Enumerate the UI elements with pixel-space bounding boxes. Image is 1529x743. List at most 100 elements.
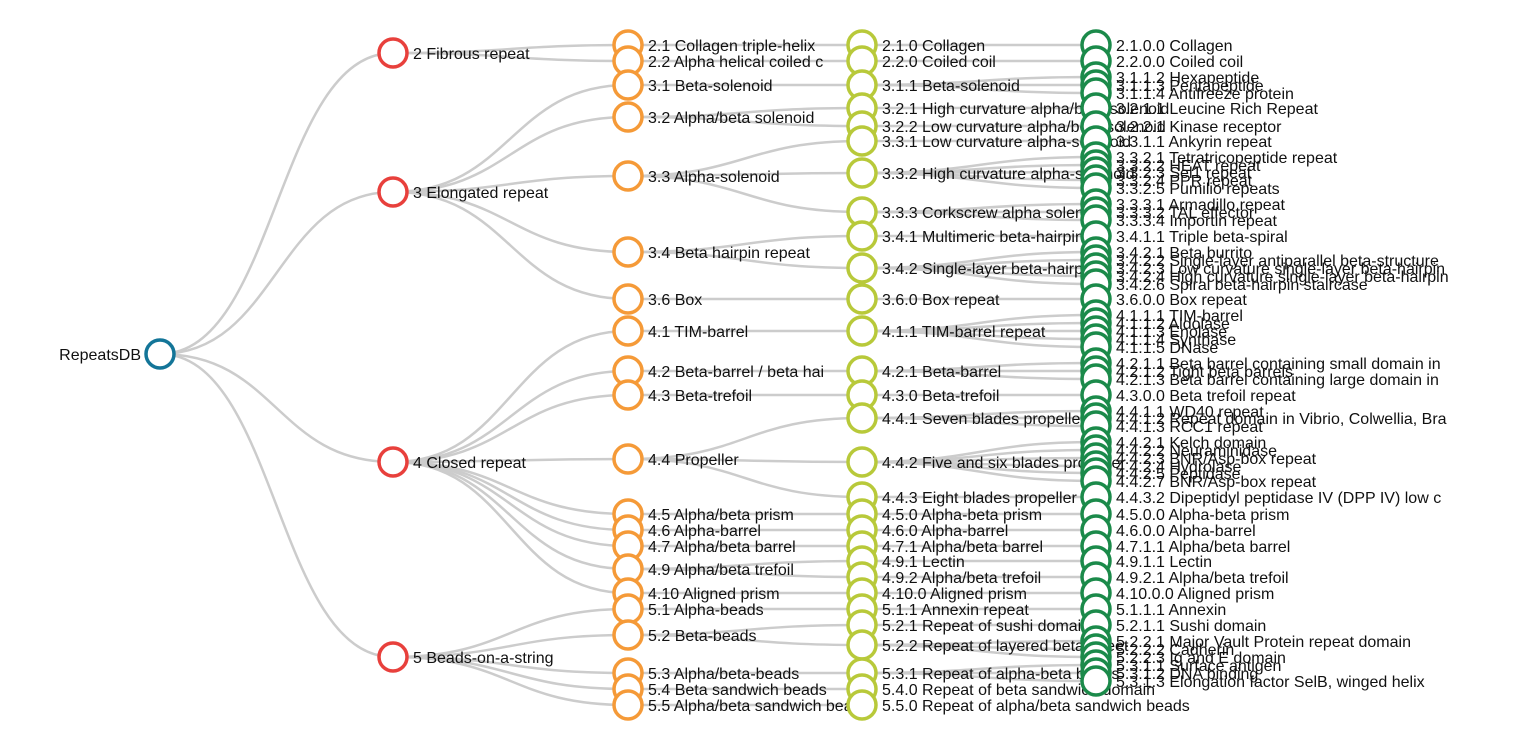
- node-circle-c3_4[interactable]: [612, 236, 644, 268]
- node-circle-c4_1_1[interactable]: [846, 315, 878, 347]
- node-circle-c3_6_0[interactable]: [846, 283, 878, 315]
- node-label-c4_3: 4.3 Beta-trefoil: [648, 388, 752, 405]
- node-circle-c3_4_2[interactable]: [846, 252, 878, 284]
- node-label-c4_4_2_7: 4.4.2.7 BNR/Asp-box repeat: [1116, 474, 1317, 491]
- tree-node-c4_2_1[interactable]: 4.2.1 Beta-barrel: [846, 355, 1001, 387]
- node-circle-c3_3[interactable]: [612, 160, 644, 192]
- node-circle-c4_4_1[interactable]: [846, 402, 878, 434]
- tree-node-c3_1[interactable]: 3.1 Beta-solenoid: [612, 69, 773, 101]
- tree-node-c3_6[interactable]: 3.6 Box: [612, 283, 702, 315]
- node-circle-c2[interactable]: [377, 37, 409, 69]
- node-circle-c4_4[interactable]: [612, 443, 644, 475]
- node-label-c3_3_3_1: 3.3.3.1 Armadillo repeat: [1116, 197, 1286, 214]
- tree-node-c4_3[interactable]: 4.3 Beta-trefoil: [612, 379, 752, 411]
- tree-node-c5[interactable]: 5 Beads-on-a-string: [377, 641, 554, 673]
- node-circle-c5_5_0[interactable]: [846, 689, 878, 721]
- node-label-c4_6_0_0: 4.6.0.0 Alpha-barrel: [1116, 523, 1256, 540]
- node-label-c4_7_1_1: 4.7.1.1 Alpha/beta barrel: [1116, 539, 1290, 556]
- tree-node-c3_4_2[interactable]: 3.4.2 Single-layer beta-hairpin: [846, 252, 1095, 284]
- node-label-c4_4_2: 4.4.2 Five and six blades propeller: [882, 455, 1126, 472]
- tree-node-c4_4_2[interactable]: 4.4.2 Five and six blades propeller: [846, 446, 1126, 478]
- edge-c5-to-c5_5: [392, 655, 629, 707]
- node-circle-c5_5[interactable]: [612, 689, 644, 721]
- tree-node-c3_6_0[interactable]: 3.6.0 Box repeat: [846, 283, 1000, 315]
- tree-node-c4_1[interactable]: 4.1 TIM-barrel: [612, 315, 748, 347]
- tree-node-c5_5[interactable]: 5.5 Alpha/beta sandwich beads: [612, 689, 870, 721]
- node-label-c4_9_2_1: 4.9.2.1 Alpha/beta trefoil: [1116, 570, 1289, 587]
- node-circle-c3_4_1[interactable]: [846, 220, 878, 252]
- node-label-c3_6_0: 3.6.0 Box repeat: [882, 292, 1000, 309]
- node-label-c4_4_2_5: 4.4.2.5 Peptidase: [1116, 466, 1241, 483]
- node-circle-c4_4_2[interactable]: [846, 446, 878, 478]
- node-circle-c4_1[interactable]: [612, 315, 644, 347]
- edge-c3_4_2-to-c3_4_2_6: [861, 266, 1097, 286]
- node-label-c3_6: 3.6 Box: [648, 292, 702, 309]
- tree-node-c3_4_1[interactable]: 3.4.1 Multimeric beta-hairpin: [846, 220, 1084, 252]
- node-label-c3_1_1: 3.1.1 Beta-solenoid: [882, 78, 1020, 95]
- node-label-c4: 4 Closed repeat: [413, 455, 527, 472]
- tree-node-c4_1_1[interactable]: 4.1.1 TIM-barrel repeat: [846, 315, 1046, 347]
- tree-node-c4_4_1[interactable]: 4.4.1 Seven blades propeller: [846, 402, 1086, 434]
- tree-node-c4_9[interactable]: 4.9 Alpha/beta trefoil: [612, 553, 794, 585]
- node-circle-c4_3[interactable]: [612, 379, 644, 411]
- tree-node-c3_3_3[interactable]: 3.3.3 Corkscrew alpha solenoid: [846, 196, 1105, 228]
- tree-node-c3_3[interactable]: 3.3 Alpha-solenoid: [612, 160, 780, 192]
- edge-c2-to-c2_2: [392, 51, 629, 63]
- tree-node-c5_2[interactable]: 5.2 Beta-beads: [612, 619, 757, 651]
- node-circle-c5_1[interactable]: [612, 593, 644, 625]
- edge-c3-to-c3_6: [392, 190, 629, 301]
- edge-c4_4_1-to-c4_4_1_3: [861, 416, 1097, 428]
- tree-nodes: RepeatsDB 2 Fibrous repeat 3 Elongated rep…: [59, 29, 1449, 721]
- node-circle-c3[interactable]: [377, 176, 409, 208]
- node-circle-c4[interactable]: [377, 446, 409, 478]
- node-label-c3_3_3: 3.3.3 Corkscrew alpha solenoid: [882, 205, 1105, 222]
- node-label-c5: 5 Beads-on-a-string: [413, 650, 554, 667]
- tree-node-c4_2[interactable]: 4.2 Beta-barrel / beta hai: [612, 355, 824, 387]
- node-label-c4_4_2_2: 4.4.2.2 Neuraminidase: [1116, 443, 1277, 460]
- tree-node-c4_7[interactable]: 4.7 Alpha/beta barrel: [612, 530, 796, 562]
- node-circle-c3_1[interactable]: [612, 69, 644, 101]
- tree-node-c3_3_2[interactable]: 3.3.2 High curvature alpha-solenoid: [846, 157, 1135, 189]
- tree-node-c5_1[interactable]: 5.1 Alpha-beads: [612, 593, 764, 625]
- tree-node-c4_6_0[interactable]: 4.6.0 Alpha-barrel: [846, 514, 1008, 546]
- node-circle-c5[interactable]: [377, 641, 409, 673]
- tree-node-c4_3_0[interactable]: 4.3.0 Beta-trefoil: [846, 379, 999, 411]
- node-label-c3_4_2_3: 3.4.2.3 Low curvature single-layer beta-…: [1116, 261, 1445, 278]
- node-label-c3_1_1_4: 3.1.1.4 Antifreeze protein: [1116, 86, 1294, 103]
- node-label-c3_2: 3.2 Alpha/beta solenoid: [648, 110, 814, 127]
- node-circle-c3_3_1[interactable]: [846, 125, 878, 157]
- node-label-c4_9_1: 4.9.1 Lectin: [882, 554, 965, 571]
- node-label-c4_4_2_4: 4.4.2.4 Hydrolase: [1116, 459, 1242, 476]
- node-label-c4_3_0_0: 4.3.0.0 Beta trefoil repeat: [1116, 388, 1296, 405]
- tree-node-c5_3_1_3[interactable]: 5.3.1.3 Elongation factor SelB, winged h…: [1080, 665, 1425, 697]
- tree-node-root[interactable]: RepeatsDB: [59, 338, 176, 370]
- node-label-c4_9_2: 4.9.2 Alpha/beta trefoil: [882, 570, 1041, 587]
- node-circle-c3_3_2[interactable]: [846, 157, 878, 189]
- tree-node-c5_5_0[interactable]: 5.5.0 Repeat of alpha/beta sandwich bead…: [846, 689, 1190, 721]
- tree-node-c4[interactable]: 4 Closed repeat: [377, 446, 527, 478]
- tree-node-c3[interactable]: 3 Elongated repeat: [377, 176, 549, 208]
- tree-node-c2_1[interactable]: 2.1 Collagen triple-helix: [612, 29, 815, 61]
- node-label-c3_3_3_2: 3.3.3.2 TAL effector: [1116, 205, 1255, 222]
- node-label-root: RepeatsDB: [59, 347, 141, 364]
- node-circle-root[interactable]: [144, 338, 176, 370]
- tree-node-c4_3_0_0[interactable]: 4.3.0.0 Beta trefoil repeat: [1080, 379, 1296, 411]
- node-circle-c3_2[interactable]: [612, 101, 644, 133]
- node-circle-c5_3_1_3[interactable]: [1080, 665, 1112, 697]
- node-circle-c5_2_2[interactable]: [846, 629, 878, 661]
- tree-node-c5_2_2[interactable]: 5.2.2 Repeat of layered beta-sheet: [846, 629, 1129, 661]
- node-circle-c5_2[interactable]: [612, 619, 644, 651]
- tree-node-c3_2[interactable]: 3.2 Alpha/beta solenoid: [612, 101, 814, 133]
- edge-c4_9-to-c4_9_2: [627, 567, 863, 579]
- tree-node-c4_4[interactable]: 4.4 Propeller: [612, 443, 739, 475]
- node-label-c3_3_1: 3.3.1 Low curvature alpha-solenoid: [882, 134, 1131, 151]
- tree-node-c3_3_1[interactable]: 3.3.1 Low curvature alpha-solenoid: [846, 125, 1131, 157]
- node-label-c3: 3 Elongated repeat: [413, 185, 549, 202]
- node-circle-c3_6[interactable]: [612, 283, 644, 315]
- node-label-c5_3_1_1: 5.3.1.1 Surface antigen: [1116, 658, 1281, 675]
- tree-node-c3_1_1[interactable]: 3.1.1 Beta-solenoid: [846, 69, 1020, 101]
- tree-node-c3_4[interactable]: 3.4 Beta hairpin repeat: [612, 236, 810, 268]
- tree-node-c2[interactable]: 2 Fibrous repeat: [377, 37, 530, 69]
- edge-c3_1_1-to-c3_1_1_4: [861, 83, 1097, 95]
- edge-c3-to-c3_1: [392, 83, 629, 194]
